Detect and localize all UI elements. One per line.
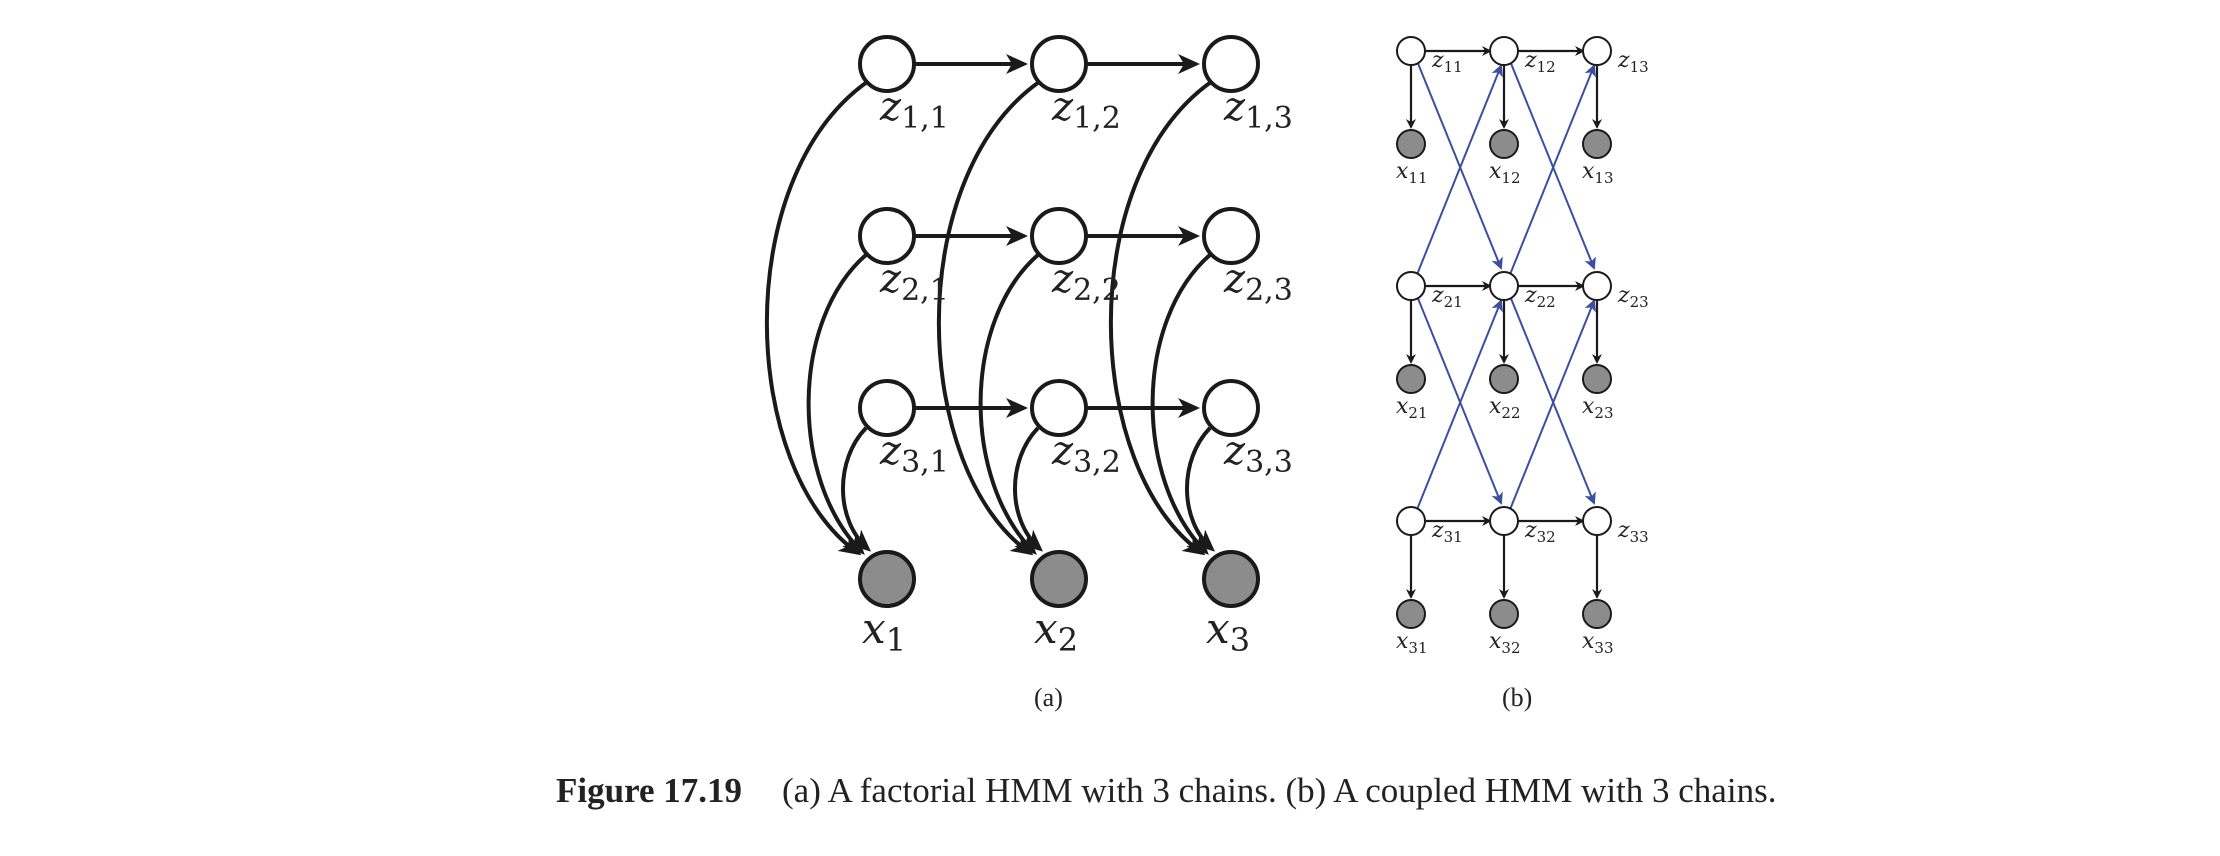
edge-z11-z22	[1416, 60, 1503, 270]
coupled-hmm-labels: z11 z12 z13 z21 z22 z23 z31 z32 z33 x11 …	[1396, 48, 1649, 712]
hmm-figure: z1,1 z1,2 z1,3 z2,1 z2,2 z2,3 z3,1 z3,2 …	[765, 35, 1649, 712]
chain-edges	[1406, 46, 1602, 599]
node-b-z31	[1396, 506, 1426, 536]
node-x1	[858, 550, 916, 608]
node-b-z23	[1582, 271, 1612, 301]
label-z32: z3,2	[1051, 428, 1121, 480]
edge-z32-z23	[1508, 299, 1596, 513]
node-z23	[1202, 207, 1260, 265]
node-z22	[1030, 207, 1088, 265]
label-z31: z3,1	[879, 428, 949, 480]
node-b-x31	[1396, 599, 1426, 629]
label-x2: x2	[1034, 604, 1078, 659]
panel-a-label: (a)	[1034, 683, 1063, 712]
edge-z21-z32	[1416, 295, 1503, 505]
edge-z22-x2	[978, 252, 1041, 555]
label-b-x21: x21	[1396, 394, 1428, 422]
node-b-x12	[1489, 129, 1519, 159]
node-b-x22	[1489, 364, 1519, 394]
node-z32	[1030, 379, 1088, 437]
node-z33	[1202, 379, 1260, 437]
edge-z12-x2	[937, 80, 1041, 556]
cross-chain-edges	[1415, 60, 1596, 513]
label-z23: z2,3	[1223, 256, 1293, 308]
label-b-x23: x23	[1582, 394, 1614, 422]
label-x3: x3	[1206, 604, 1250, 659]
node-x3	[1202, 550, 1260, 608]
label-b-z12: z12	[1524, 48, 1556, 76]
edge-z31-z22	[1415, 299, 1503, 513]
node-b-x13	[1582, 129, 1612, 159]
label-b-x13: x13	[1582, 159, 1614, 187]
label-b-z33: z33	[1617, 518, 1649, 546]
node-b-z22	[1489, 271, 1519, 301]
panel-b-label: (b)	[1502, 683, 1532, 712]
node-x2	[1030, 550, 1088, 608]
label-b-x12: x12	[1489, 159, 1521, 187]
label-b-z11: z11	[1431, 48, 1463, 76]
figure-caption: Figure 17.19 (a) A factorial HMM with 3 c…	[556, 771, 1776, 811]
label-b-x22: x22	[1489, 394, 1521, 422]
label-x1: x1	[862, 604, 906, 659]
node-b-z32	[1489, 506, 1519, 536]
node-b-z13	[1582, 36, 1612, 66]
edge-z21-z12	[1415, 64, 1503, 278]
label-b-z21: z21	[1431, 283, 1463, 311]
node-b-x33	[1582, 599, 1612, 629]
label-z21: z2,1	[879, 256, 949, 308]
node-z11	[858, 35, 916, 93]
label-z12: z1,2	[1051, 84, 1121, 136]
node-z21	[858, 207, 916, 265]
edge-z21-x1	[806, 252, 869, 555]
label-b-z32: z32	[1524, 518, 1556, 546]
edge-z12-z23	[1509, 60, 1596, 270]
factorial-hmm-labels: z1,1 z1,2 z1,3 z2,1 z2,2 z2,3 z3,1 z3,2 …	[862, 84, 1293, 712]
node-b-x23	[1582, 364, 1612, 394]
label-b-x32: x32	[1489, 629, 1521, 657]
label-b-x31: x31	[1396, 629, 1428, 657]
factorial-hmm-panel	[765, 35, 1260, 608]
label-b-z13: z13	[1617, 48, 1649, 76]
label-z22: z2,2	[1051, 256, 1121, 308]
label-z33: z3,3	[1223, 428, 1293, 480]
edge-z33-x3	[1185, 426, 1216, 552]
node-b-x32	[1489, 599, 1519, 629]
node-b-x21	[1396, 364, 1426, 394]
node-b-z21	[1396, 271, 1426, 301]
figure-number: Figure 17.19	[556, 771, 743, 810]
figure-caption-text: (a) A factorial HMM with 3 chains. (b) A…	[782, 771, 1777, 810]
node-b-x11	[1396, 129, 1426, 159]
edge-z11-x1	[765, 80, 869, 556]
coupled-hmm-panel	[1396, 36, 1612, 629]
node-z31	[858, 379, 916, 437]
label-b-z31: z31	[1431, 518, 1463, 546]
node-b-z33	[1582, 506, 1612, 536]
node-z12	[1030, 35, 1088, 93]
edge-z22-z33	[1509, 295, 1596, 505]
label-b-x33: x33	[1582, 629, 1614, 657]
edge-z13-x3	[1109, 80, 1213, 556]
label-b-x11: x11	[1396, 159, 1428, 187]
node-b-z11	[1396, 36, 1426, 66]
label-b-z22: z22	[1524, 283, 1556, 311]
edge-z32-x2	[1013, 426, 1044, 552]
coupled-nodes	[1396, 36, 1612, 629]
node-z13	[1202, 35, 1260, 93]
edge-z22-z13	[1508, 64, 1596, 278]
label-z13: z1,3	[1223, 84, 1293, 136]
label-z11: z1,1	[879, 84, 949, 136]
edge-z31-x1	[841, 426, 872, 552]
edge-z23-x3	[1150, 252, 1213, 555]
label-b-z23: z23	[1617, 283, 1649, 311]
node-b-z12	[1489, 36, 1519, 66]
